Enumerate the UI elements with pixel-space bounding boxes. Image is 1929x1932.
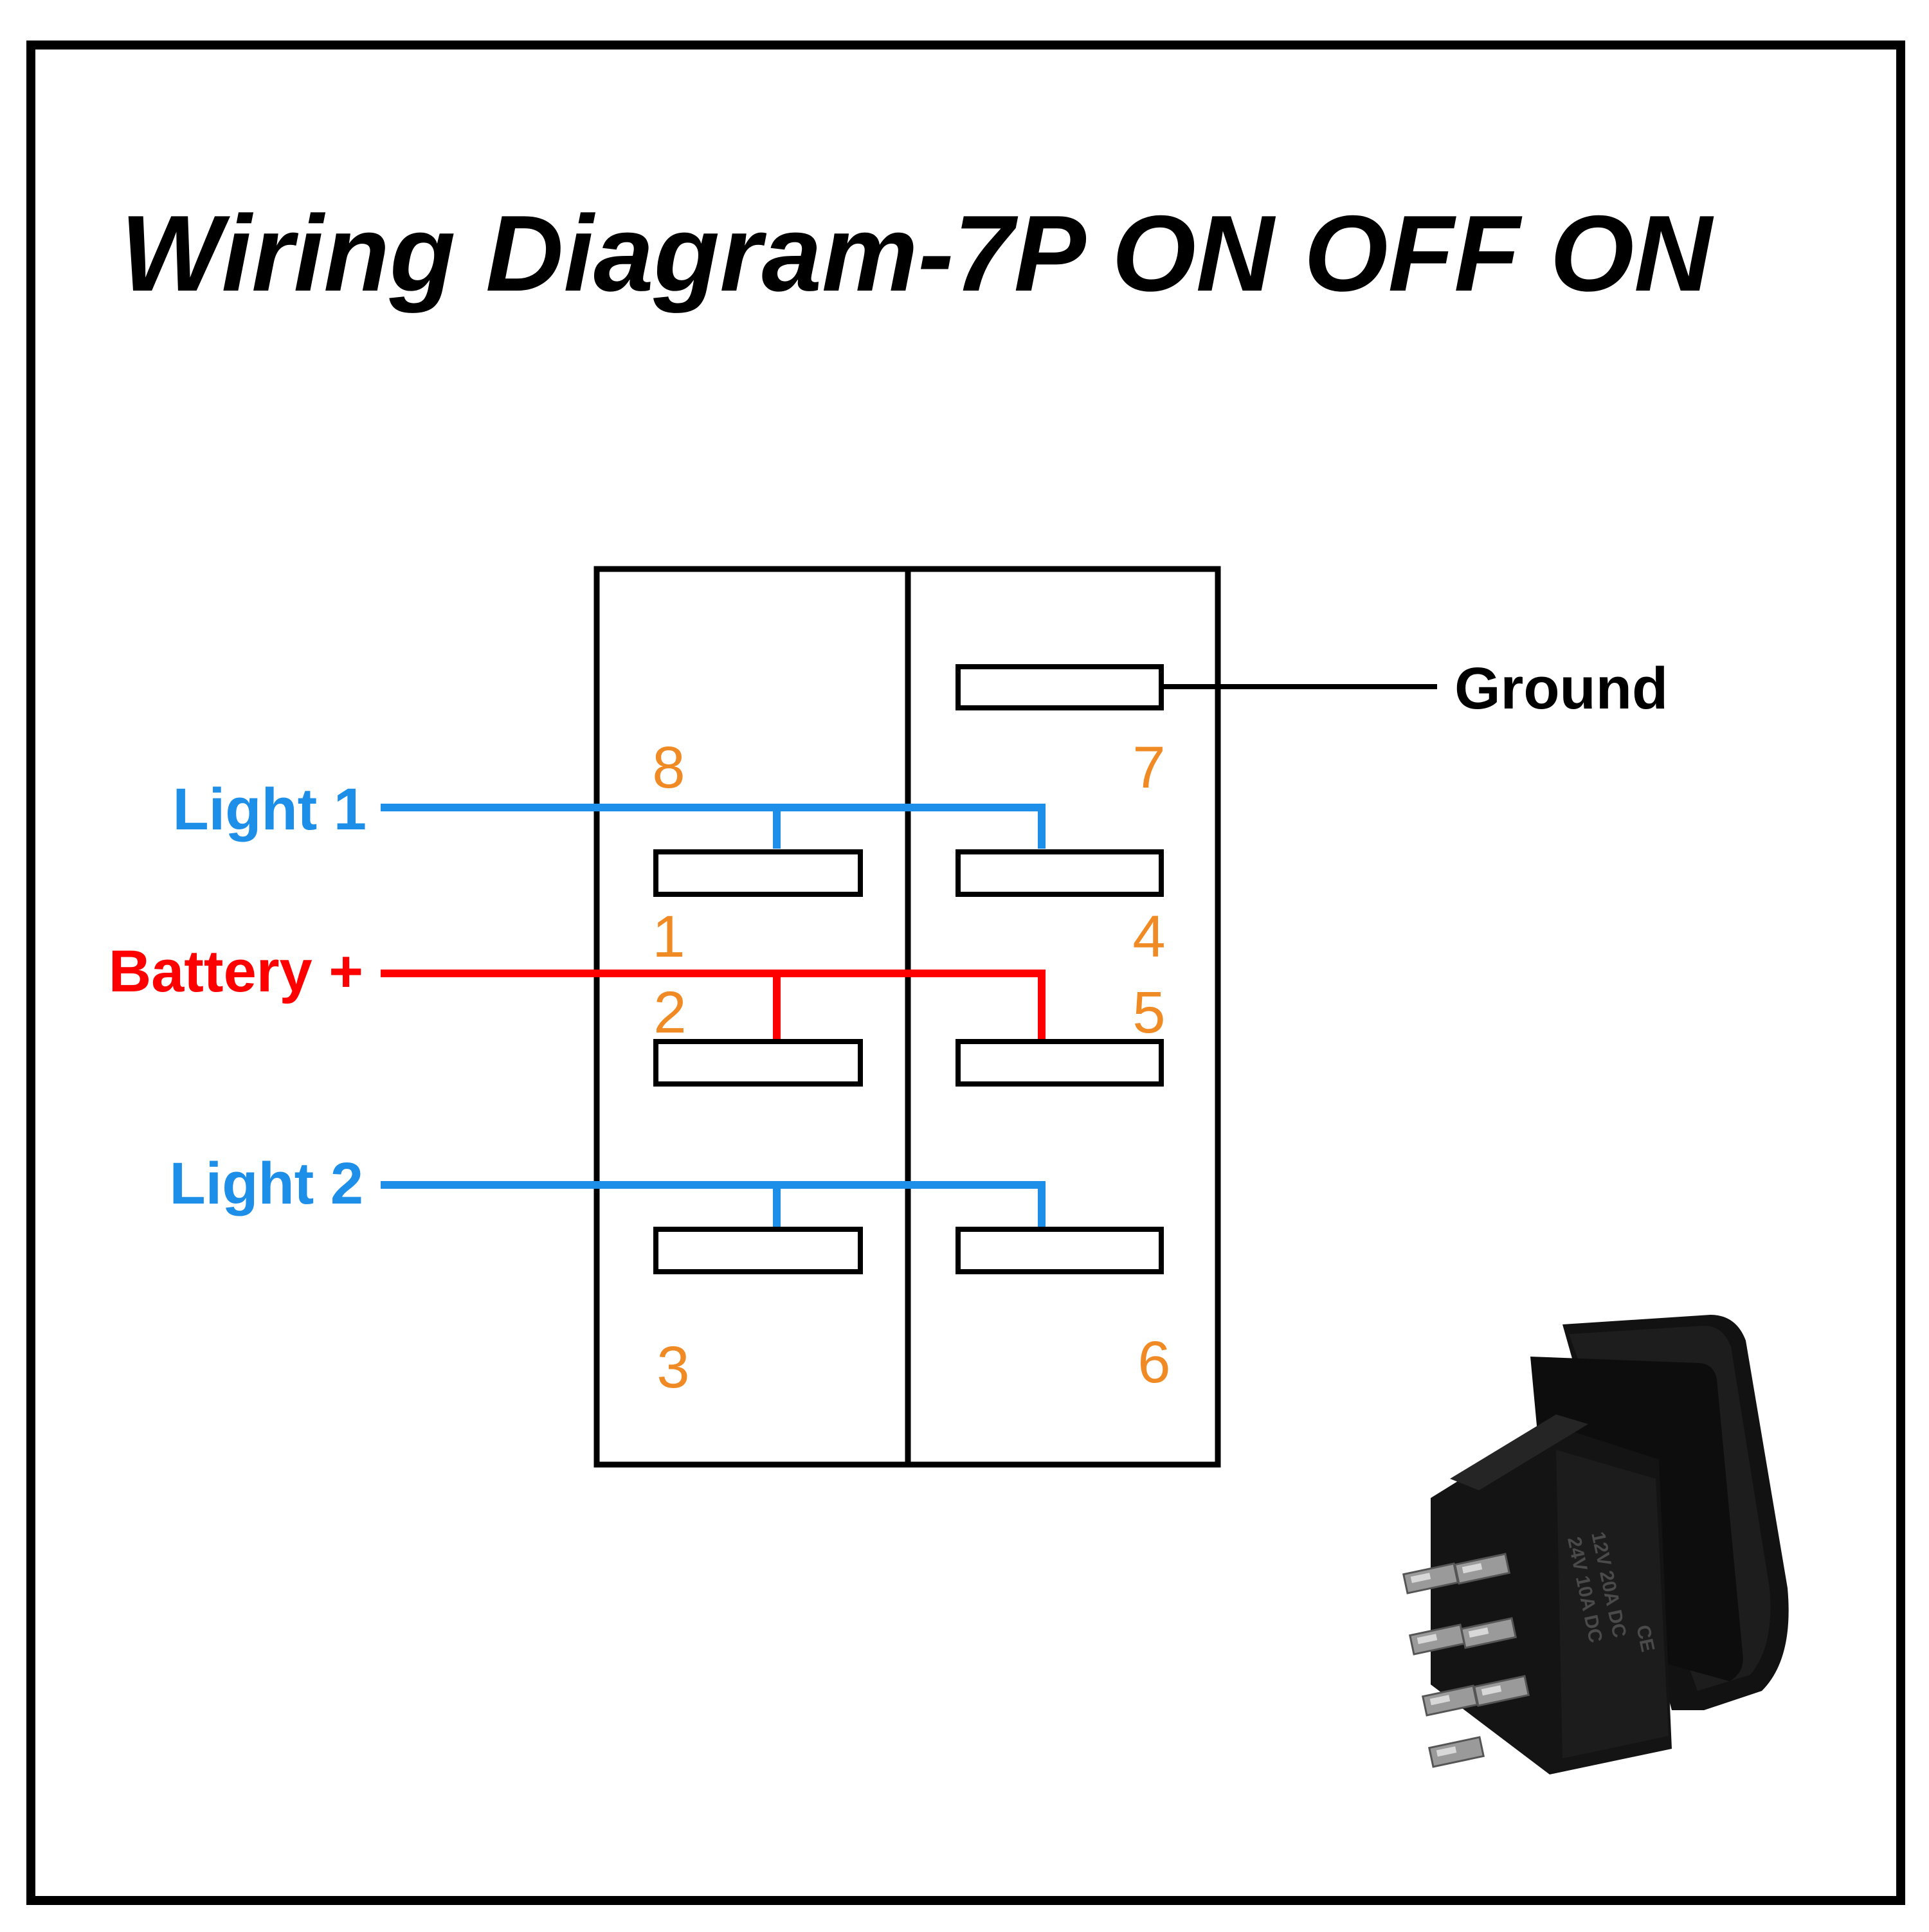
pin-number-5: 5	[1132, 980, 1165, 1045]
terminal-7	[955, 664, 1164, 710]
diagram-title: Wiring Diagram-7P ON OFF ON	[120, 193, 1714, 314]
light2-label: Light 2	[169, 1151, 363, 1216]
battery-wire	[381, 970, 1046, 1042]
pin-number-3: 3	[657, 1335, 689, 1400]
terminal-2	[653, 1039, 863, 1087]
light1-wire	[381, 804, 1046, 849]
pin-number-6: 6	[1137, 1330, 1170, 1395]
pin-number-8: 8	[652, 735, 685, 800]
pin-number-7: 7	[1132, 735, 1165, 800]
terminal-1	[653, 849, 863, 897]
rocker-switch-photo: 12V 20A DC 24V 10A DC CE	[1402, 1315, 1789, 1774]
ground-label: Ground	[1454, 656, 1668, 721]
terminal-3	[653, 1227, 863, 1274]
light1-label: Light 1	[172, 777, 367, 842]
light2-wire	[381, 1181, 1046, 1229]
pin-number-2: 2	[653, 980, 686, 1045]
battery-label: Battery +	[109, 939, 363, 1004]
terminal-5	[955, 1039, 1164, 1087]
terminal-6	[955, 1227, 1164, 1274]
pin-number-1: 1	[652, 904, 685, 970]
terminal-4	[955, 849, 1164, 897]
pin-number-4: 4	[1132, 904, 1165, 970]
switch-body	[593, 566, 1221, 1468]
